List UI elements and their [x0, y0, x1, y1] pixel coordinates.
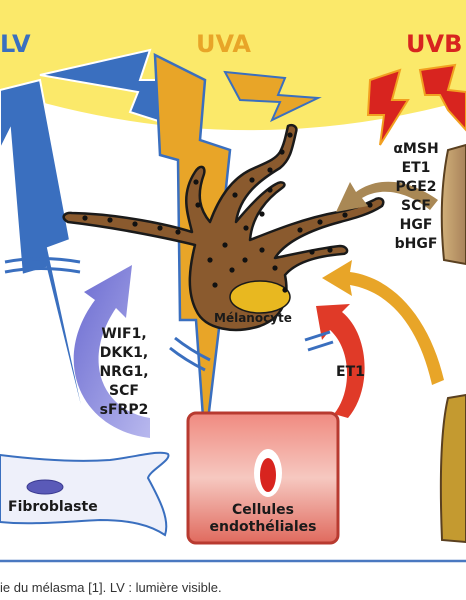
lv-bolt-left: [0, 78, 97, 471]
fibroblast-arrow: [73, 265, 150, 438]
endothelial-nucleus-core: [260, 458, 276, 492]
fibroblast-cell: [0, 451, 170, 537]
melanocyte-nucleus: [229, 280, 291, 314]
uvb-bolt-right: [418, 63, 466, 132]
uvb-label: UVB: [406, 30, 463, 58]
orange-arrow: [322, 260, 444, 385]
factor-et1: ET1: [401, 160, 431, 176]
sun-shape: [0, 0, 466, 131]
uva-bolt-main: [153, 52, 232, 446]
endothelial-label: Cellules endothéliales: [188, 502, 338, 536]
keratinocyte-top: [440, 143, 466, 266]
uva-label: UVA: [196, 30, 252, 58]
factor-bhgf: bHGF: [394, 236, 438, 252]
uva-bolt-small: [223, 70, 322, 123]
melanosomes: [82, 132, 373, 293]
keratinocyte-bottom: [439, 393, 466, 544]
factor-hgf: HGF: [399, 217, 433, 233]
fibroblast-factors: WIF1, DKK1, NRG1, SCF sFRP2: [94, 325, 154, 420]
factor-sfrp2: sFRP2: [99, 402, 149, 418]
uvb-bolt-left: [366, 68, 410, 146]
factor-pge2: PGE2: [395, 179, 437, 195]
endothelial-label-line1: Cellules: [232, 502, 294, 518]
lv-label: LV: [0, 30, 31, 58]
factor-wif1: WIF1,: [101, 326, 147, 342]
endothelial-factor: ET1: [336, 364, 365, 380]
melanocyte-label: Mélanocyte: [214, 311, 292, 325]
melanocyte-cell: [62, 124, 385, 332]
fibroblast-label: Fibroblaste: [8, 499, 98, 515]
signal-lines: [4, 257, 334, 372]
factor-dkk1: DKK1,: [99, 345, 149, 361]
fibroblast-nucleus: [26, 479, 64, 495]
endothelial-label-line2: endothéliales: [209, 519, 317, 535]
endothelial-arrow: [316, 304, 365, 418]
factor-amsh: αMSH: [393, 141, 439, 157]
factor-nrg1: NRG1,: [99, 364, 149, 380]
keratinocyte-arrow: [336, 181, 438, 212]
figure-caption: ie du mélasma [1]. LV : lumière visible.: [0, 580, 222, 595]
factor-scf: SCF: [109, 383, 139, 399]
factor-scf-k: SCF: [401, 198, 431, 214]
keratinocyte-factors: αMSH ET1 PGE2 SCF HGF bHGF: [388, 140, 444, 254]
